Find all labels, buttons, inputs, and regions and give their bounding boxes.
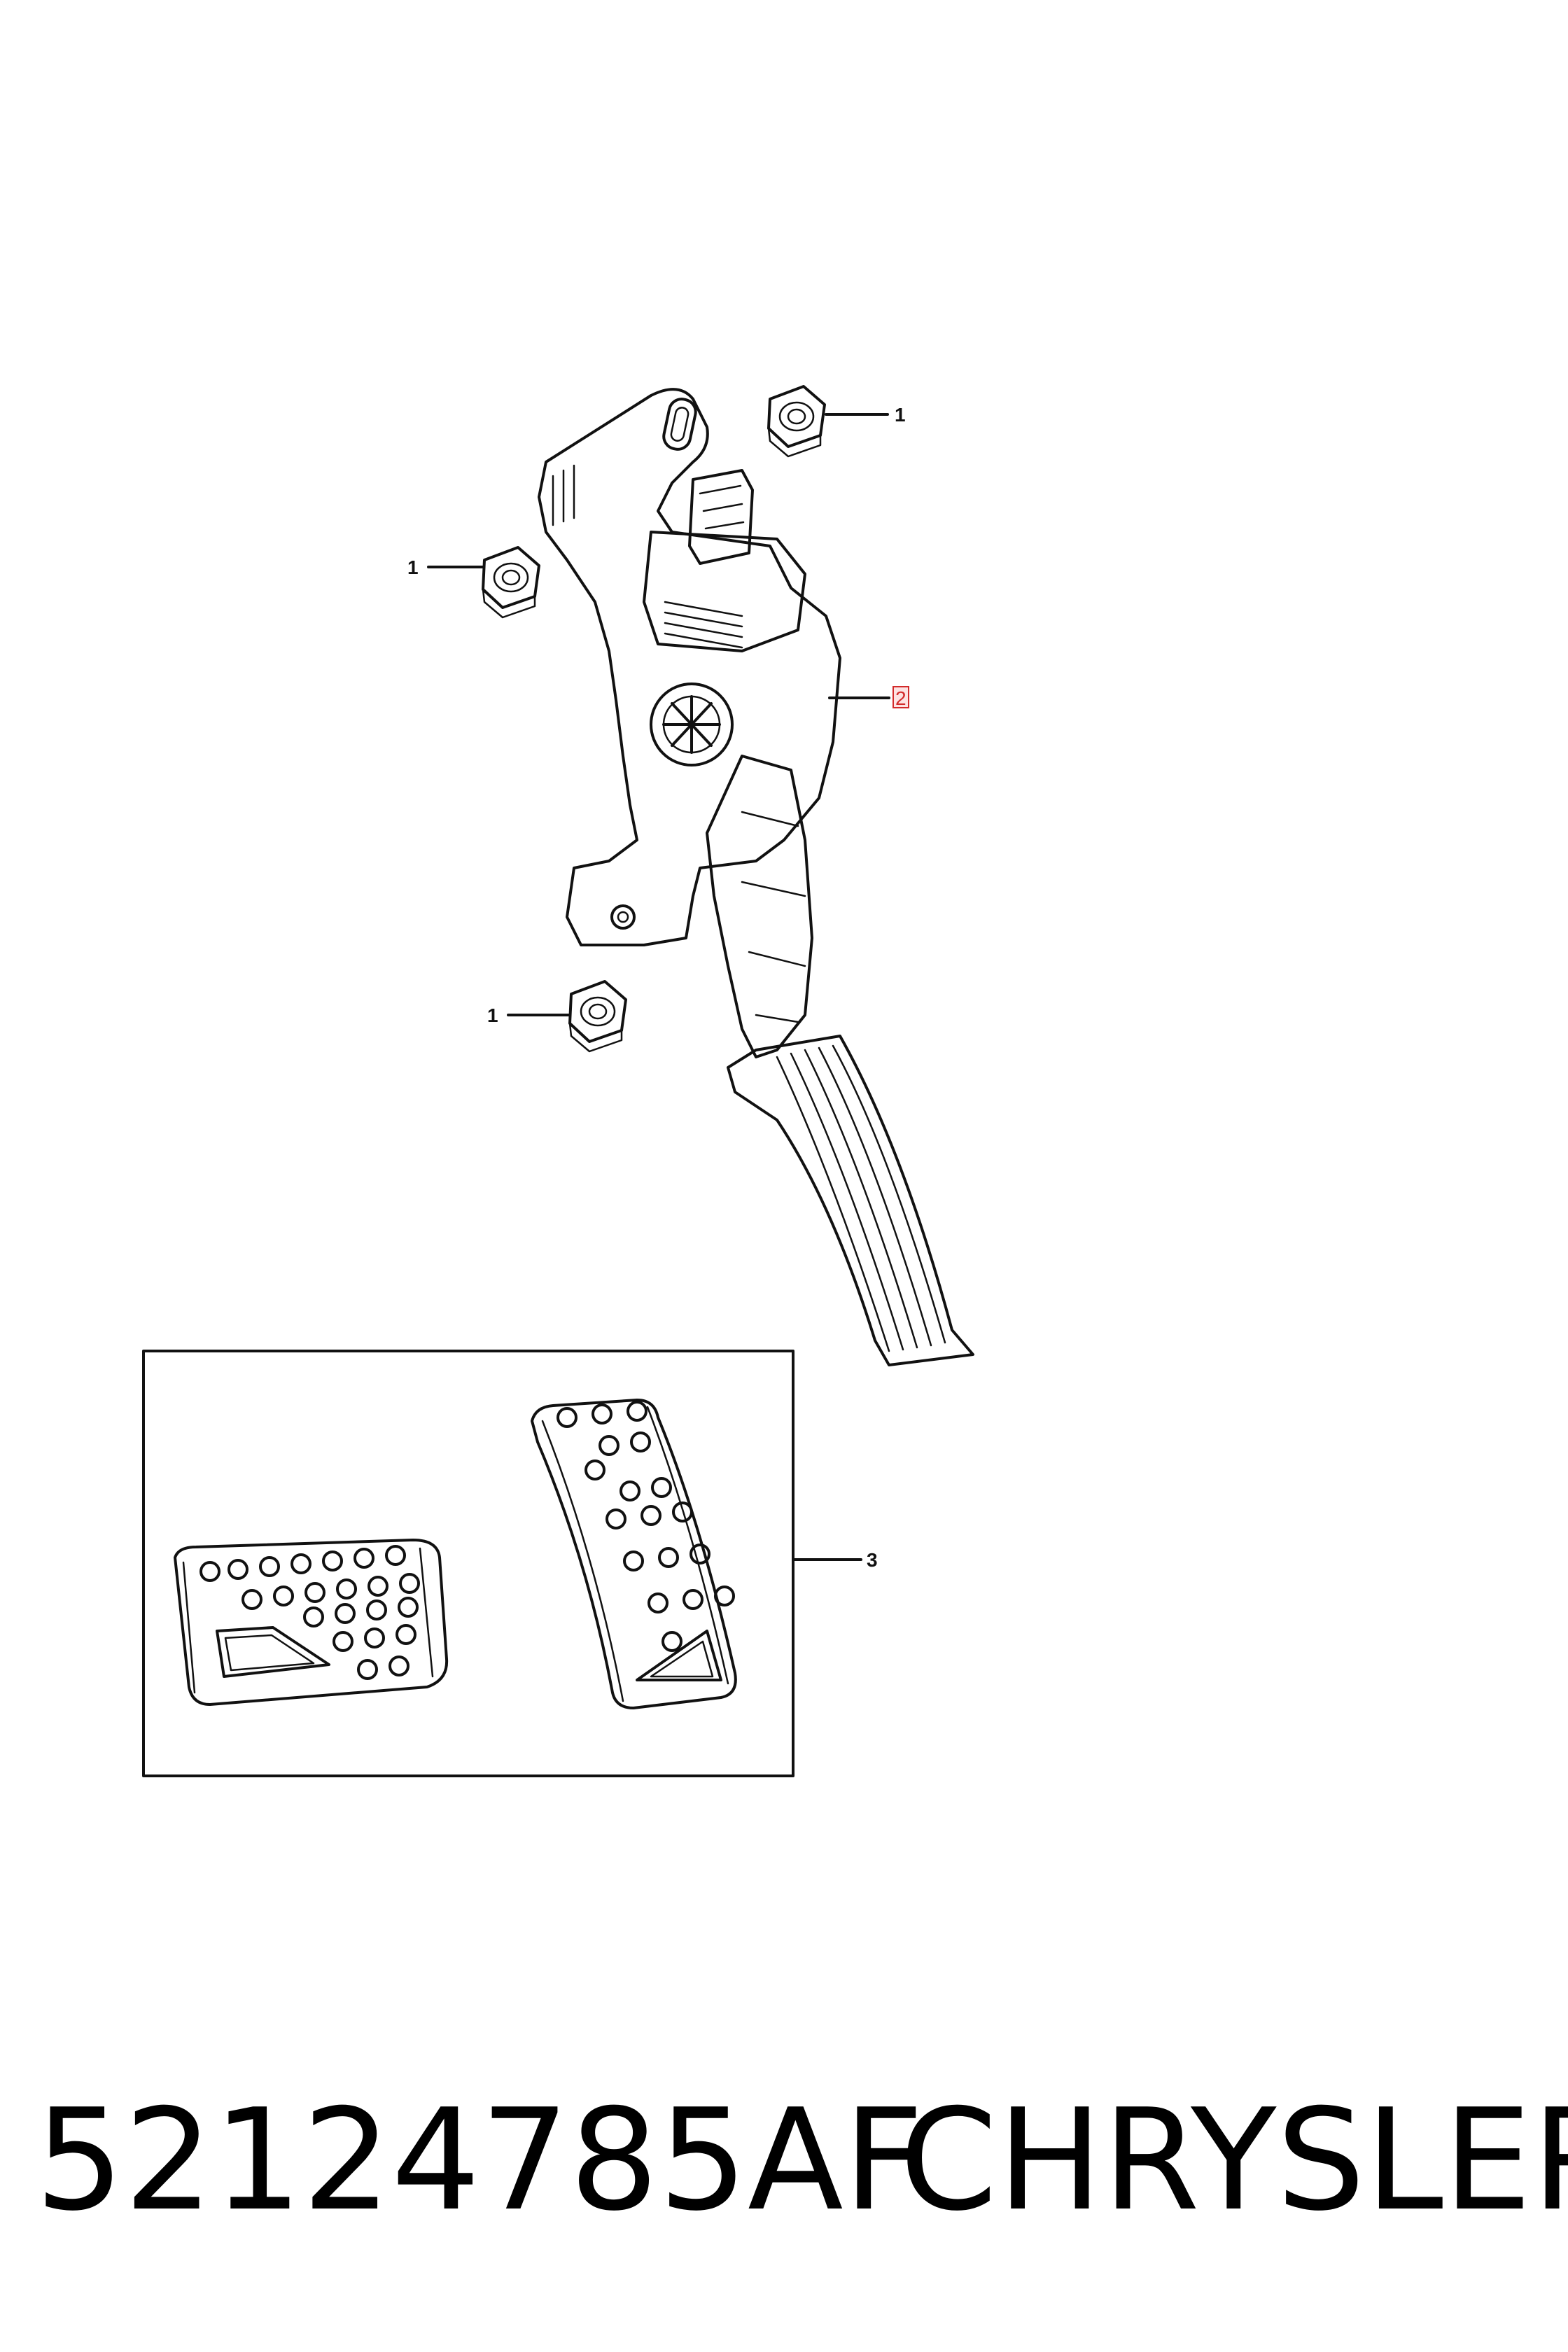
nut-left	[482, 546, 540, 619]
callout-2-highlight	[892, 686, 909, 708]
accelerator-pedal-pad	[531, 1399, 737, 1709]
accelerator-pedal-assembly	[538, 388, 974, 1366]
callout-1-left: 1	[407, 556, 419, 578]
callout-1-bottom: 1	[487, 1004, 498, 1026]
callout-2: 2	[895, 687, 906, 709]
pedal-pad-kit	[142, 1350, 794, 1777]
brake-pedal-pad	[174, 1539, 449, 1706]
nut-top	[767, 385, 826, 458]
brand-name: CHRYSLER	[899, 2079, 1568, 2242]
callout-1-top: 1	[895, 404, 906, 426]
leader-lines	[427, 413, 890, 1561]
callout-3: 3	[867, 1549, 878, 1571]
part-number: 52124785AF	[35, 2079, 924, 2242]
nut-bottom	[568, 980, 627, 1053]
